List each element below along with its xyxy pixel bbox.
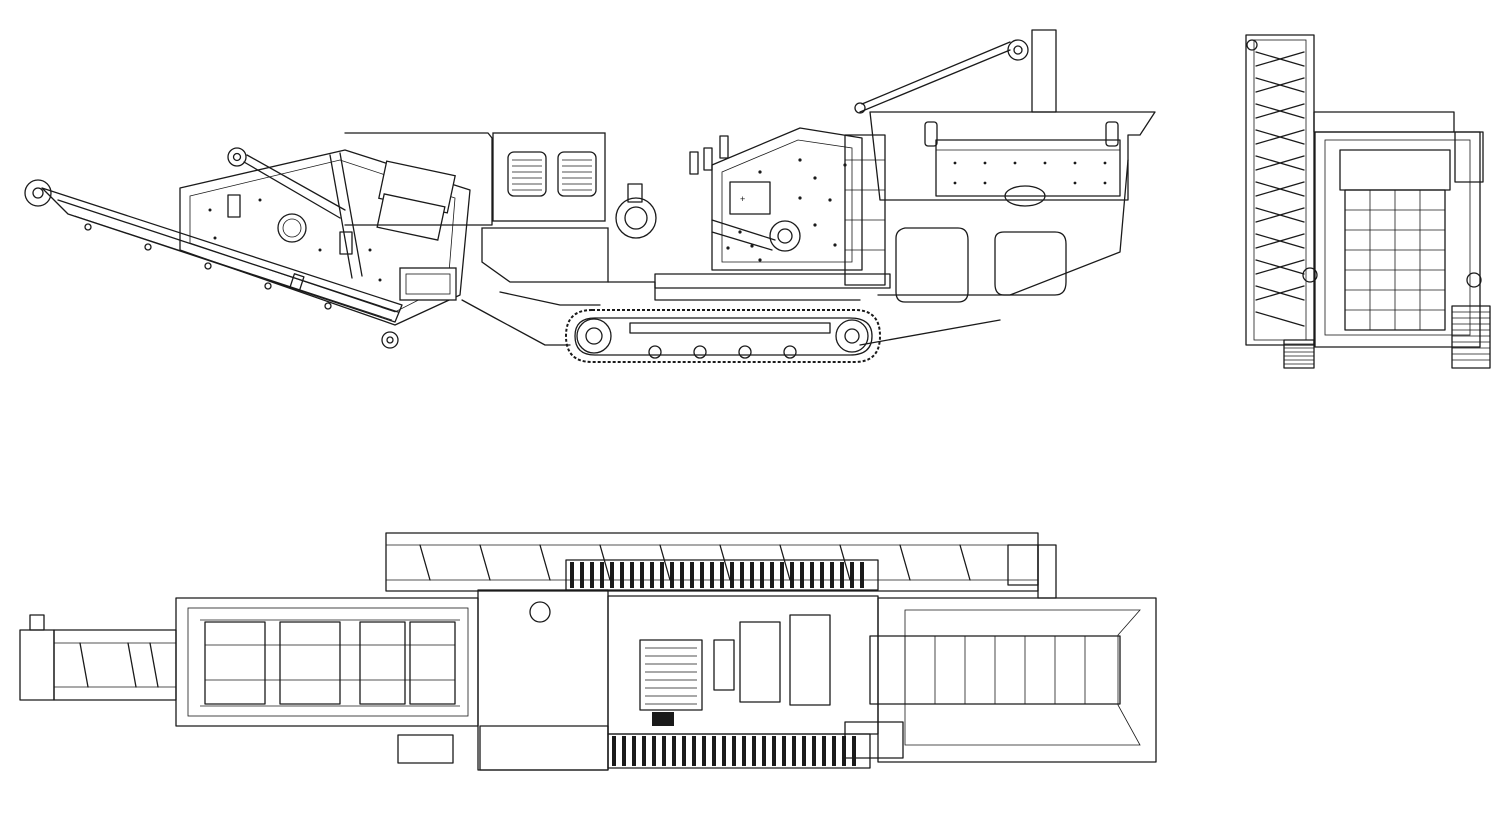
side-power-unit — [344, 132, 657, 283]
side-crawler-track — [564, 309, 882, 363]
rear-body-frame — [1313, 111, 1484, 348]
rear-conveyor-ladder — [1245, 34, 1318, 346]
side-elevation-view: + — [24, 29, 1156, 363]
rear-right-track — [1451, 305, 1491, 369]
top-lower-track — [607, 733, 871, 769]
side-main-chassis — [461, 159, 1129, 346]
top-feed-hopper — [869, 544, 1157, 763]
top-discharge-conveyor — [19, 614, 177, 701]
rear-elevation-view — [1245, 34, 1491, 369]
top-upper-track — [565, 559, 879, 591]
side-impact-crusher: + — [689, 127, 863, 271]
top-screen-section — [175, 597, 479, 764]
side-feed-hopper — [844, 29, 1156, 303]
rear-left-track — [1283, 339, 1315, 369]
side-vibrating-screen — [179, 149, 471, 326]
svg-text:+: + — [740, 194, 745, 204]
side-discharge-conveyor — [24, 147, 403, 349]
top-crusher-section — [607, 595, 879, 735]
top-power-unit — [477, 589, 609, 771]
top-plan-view — [19, 532, 1157, 771]
top-bottom-frame — [479, 721, 904, 771]
